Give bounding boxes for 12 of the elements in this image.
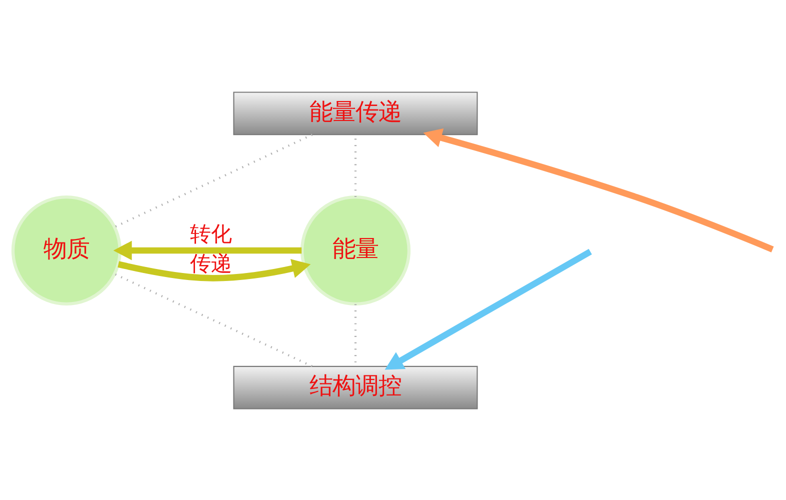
node-box: 能量传递 [233,91,478,135]
node-circle: 能量 [300,194,411,306]
node-box: 结构调控 [233,365,478,409]
node-circle: 物质 [11,194,122,306]
edge-label: 传递 [190,250,232,276]
arrow [423,128,774,252]
arrow [384,248,592,370]
connector [114,133,313,228]
arrow [118,258,311,281]
edge-label: 转化 [190,220,232,246]
arrow [113,240,302,260]
connector [114,272,312,367]
